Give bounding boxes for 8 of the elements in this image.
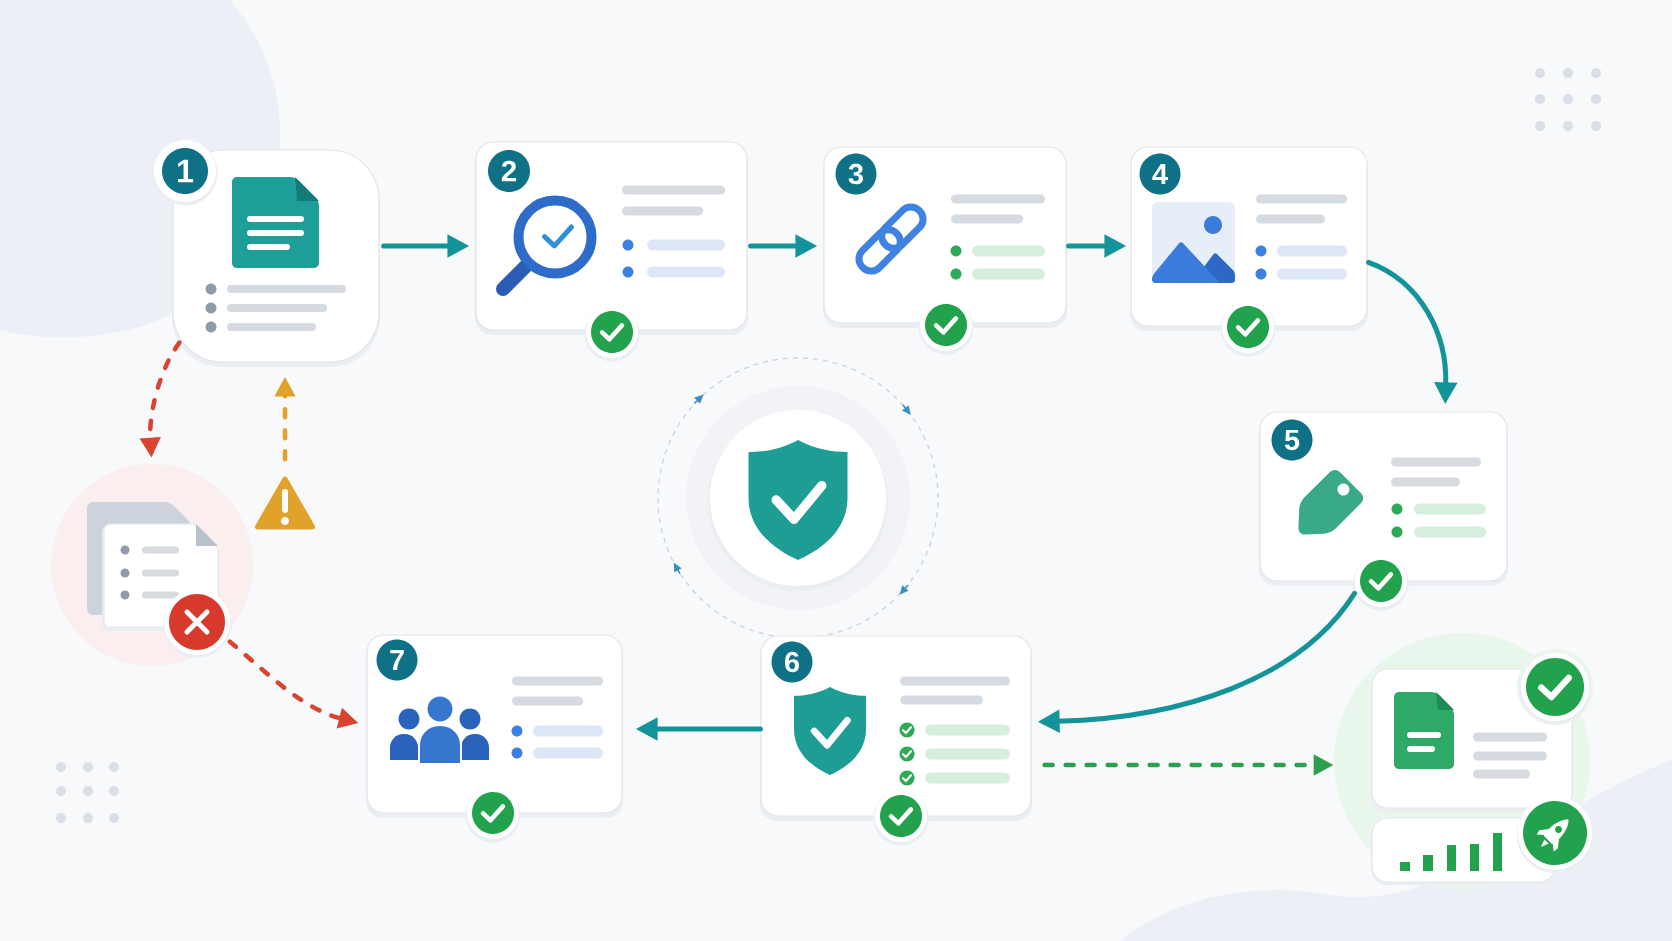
number-badge: 4 [1139,153,1181,195]
number-badge: 7 [376,639,418,681]
number-badge: 6 [771,641,813,683]
number-badge: 2 [488,150,530,192]
number-badge: 5 [1271,419,1313,461]
number-badge: 1 [152,140,218,206]
warning-icon [254,476,316,530]
number-badge: 3 [835,153,877,195]
